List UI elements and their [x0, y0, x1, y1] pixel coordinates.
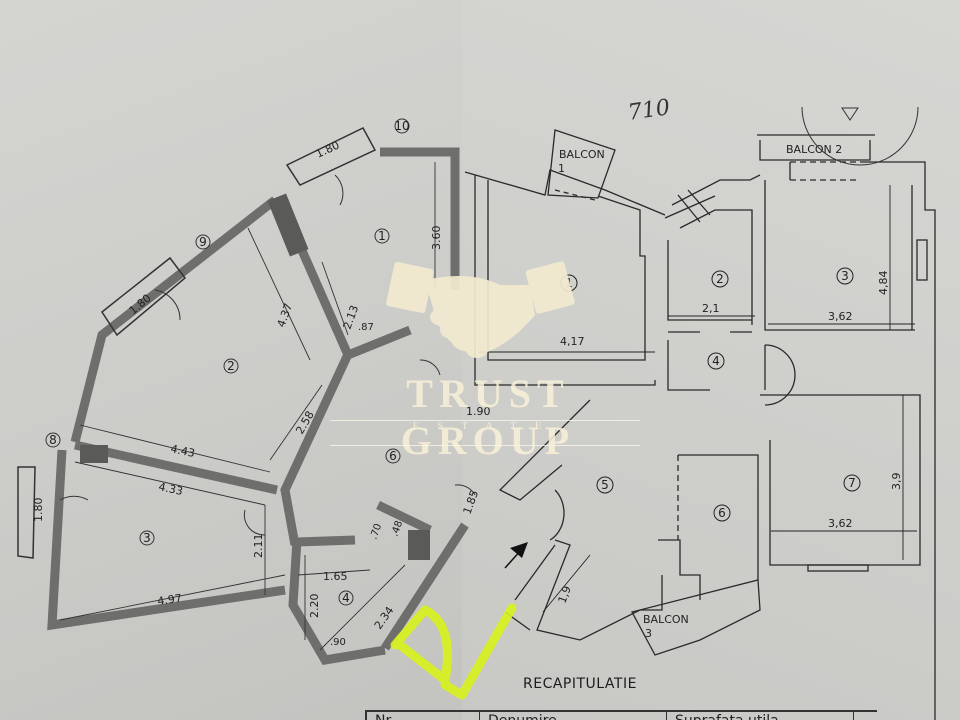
balcon-1-number: 1: [558, 162, 565, 175]
dim-r-room2-2-1: 2,1: [702, 302, 720, 315]
dim-room3-4-97: 4.97: [157, 592, 183, 608]
left-room-4-number: 4: [342, 591, 350, 605]
left-room-3-number: 3: [143, 531, 151, 545]
right-room-6-number: 6: [718, 506, 726, 520]
left-room-1-number: 1: [378, 229, 386, 243]
dim-r-room7-3-9: 3,9: [890, 473, 903, 491]
dim-r-room3-4-84: 4,84: [877, 271, 890, 296]
dim-room4-70: .70: [368, 522, 384, 541]
dim-room4-2-20: 2.20: [308, 594, 321, 619]
dim-room2-4-37: 4.37: [275, 302, 296, 329]
recap-title: RECAPITULATIE: [523, 676, 637, 692]
watermark-divider-top: [330, 420, 640, 421]
dim-room3-4-33: 4.33: [157, 480, 184, 498]
dim-room4-48: .48: [389, 519, 405, 538]
dim-balcony-8: 1.80: [32, 498, 45, 523]
dim-room5-1-90: 1.90: [466, 405, 491, 418]
table-header-denumire: Denumire: [480, 712, 667, 720]
left-plan: 1 2 3 4 6 10 9 8 1.80 3.60 2.13 .87 1.80…: [17, 118, 491, 665]
recap-table-header: Nr. Denumire Suprafata utila: [365, 710, 877, 720]
entrance-arrow-icon: [504, 542, 528, 569]
left-room-2-number: 2: [227, 359, 235, 373]
dim-room3-2-11: 2.11: [252, 534, 265, 559]
dim-room1-height: 3.60: [430, 226, 443, 251]
dim-room4-1-65: 1.65: [323, 570, 348, 583]
balcon-3-label: BALCON: [643, 613, 689, 626]
dim-r-room5-1-9: 1,9: [556, 584, 574, 605]
balcony-marker-10: 10: [394, 119, 409, 133]
table-header-suprafata: Suprafata utila: [667, 712, 854, 720]
dim-r-room7-3-62: 3,62: [828, 517, 853, 530]
balcony-marker-8: 8: [49, 433, 57, 447]
dim-room4-90: .90: [330, 637, 346, 648]
balcon-3-number: 3: [645, 627, 652, 640]
dim-balcony-10: 1.80: [314, 139, 342, 161]
table-header-nr: Nr.: [367, 712, 480, 720]
balcon-2-label: BALCON 2: [786, 143, 842, 156]
dim-room2-4-43: 4.43: [169, 442, 196, 460]
cadastre-stamp: [801, 106, 919, 166]
dim-room4-2-34: 2.34: [372, 604, 397, 632]
balcon-1-label: BALCON: [559, 148, 605, 161]
handshake-icon: [386, 261, 575, 358]
right-room-4-number: 4: [712, 354, 720, 368]
right-room-2-number: 2: [716, 272, 724, 286]
highlighter-mark: [390, 603, 517, 700]
watermark-title: TRUST GROUP: [400, 371, 576, 463]
dim-room6-1-85: 1.85: [461, 489, 482, 516]
watermark-divider-bottom: [330, 445, 640, 446]
dim-room1-87: .87: [358, 322, 374, 333]
right-room-3-number: 3: [841, 269, 849, 283]
left-room-6-number: 6: [389, 449, 397, 463]
dim-r-room3-3-62: 3,62: [828, 310, 853, 323]
right-room-5-number: 5: [601, 478, 609, 492]
right-room-7-number: 7: [848, 476, 856, 490]
balcony-marker-9: 9: [199, 235, 207, 249]
dim-r-room1-4-17: 4,17: [560, 335, 585, 348]
watermark-subtitle: ESTATE: [412, 420, 560, 432]
